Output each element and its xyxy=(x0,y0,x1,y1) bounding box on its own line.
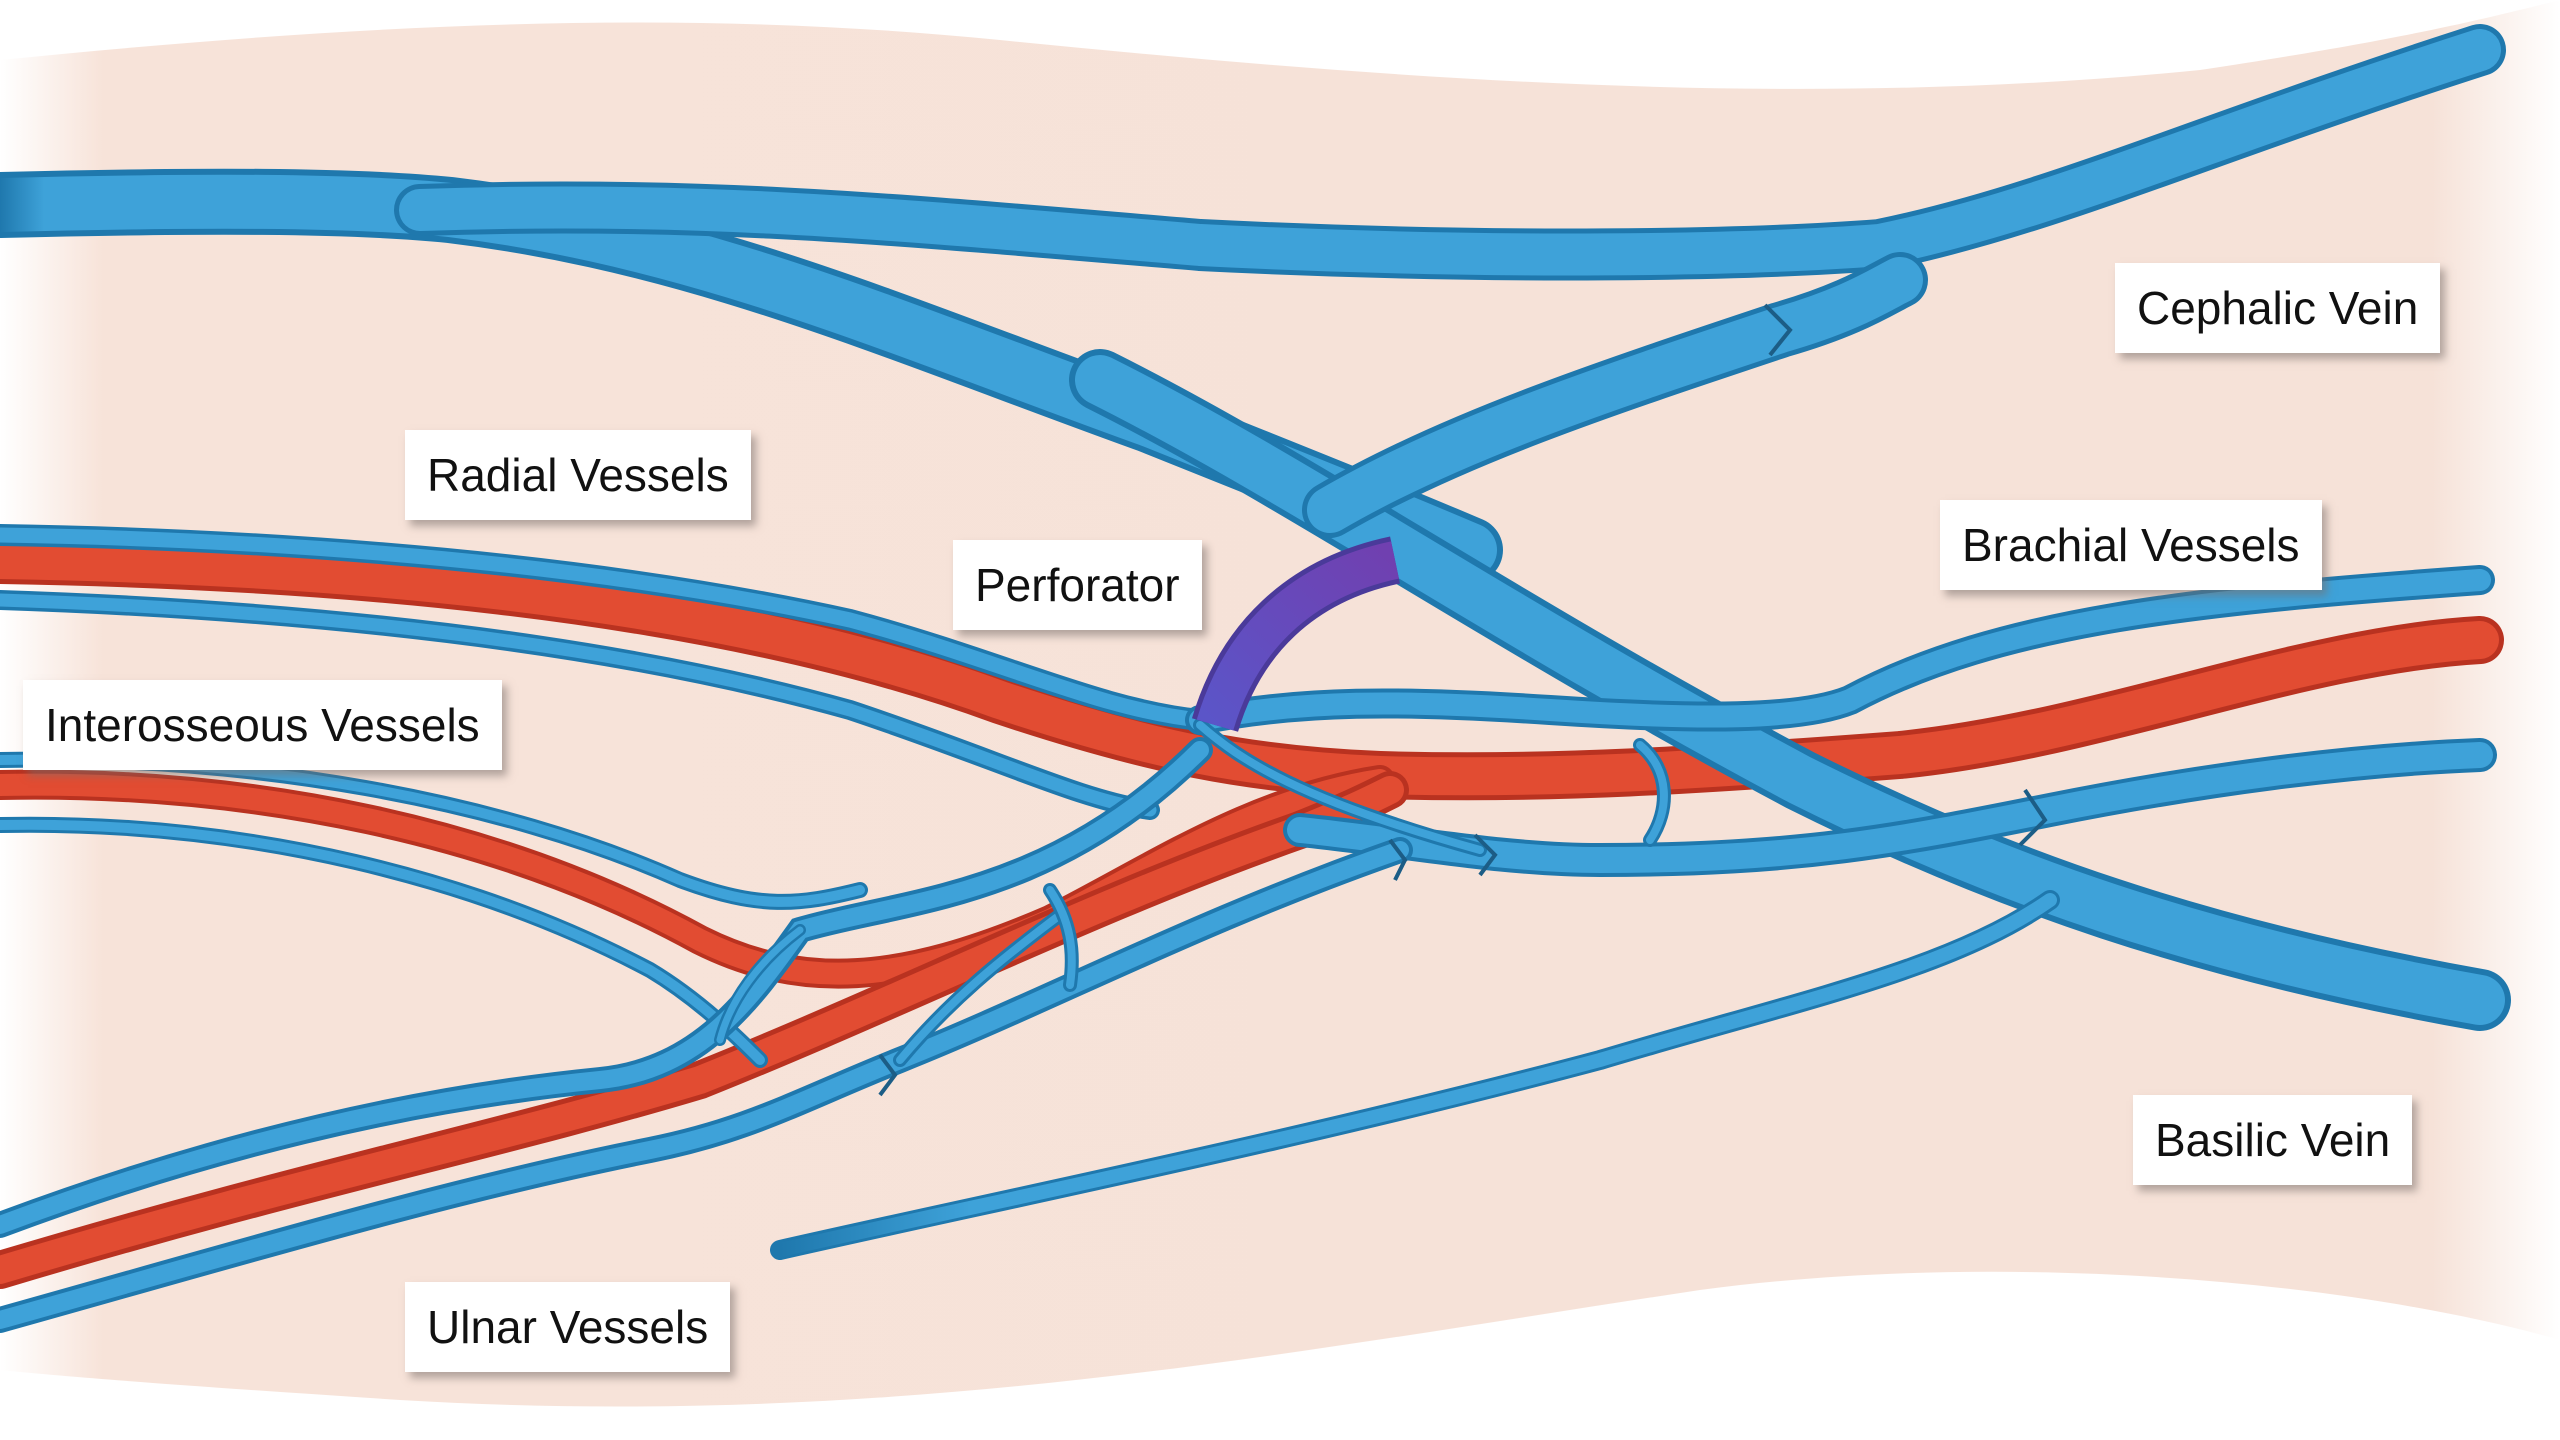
label-ulnar-vessels: Ulnar Vessels xyxy=(405,1282,730,1372)
label-perforator: Perforator xyxy=(953,540,1202,630)
label-interosseous-vessels: Interosseous Vessels xyxy=(23,680,502,770)
label-basilic-vein: Basilic Vein xyxy=(2133,1095,2412,1185)
label-cephalic-vein: Cephalic Vein xyxy=(2115,263,2440,353)
label-radial-vessels: Radial Vessels xyxy=(405,430,751,520)
label-brachial-vessels: Brachial Vessels xyxy=(1940,500,2322,590)
